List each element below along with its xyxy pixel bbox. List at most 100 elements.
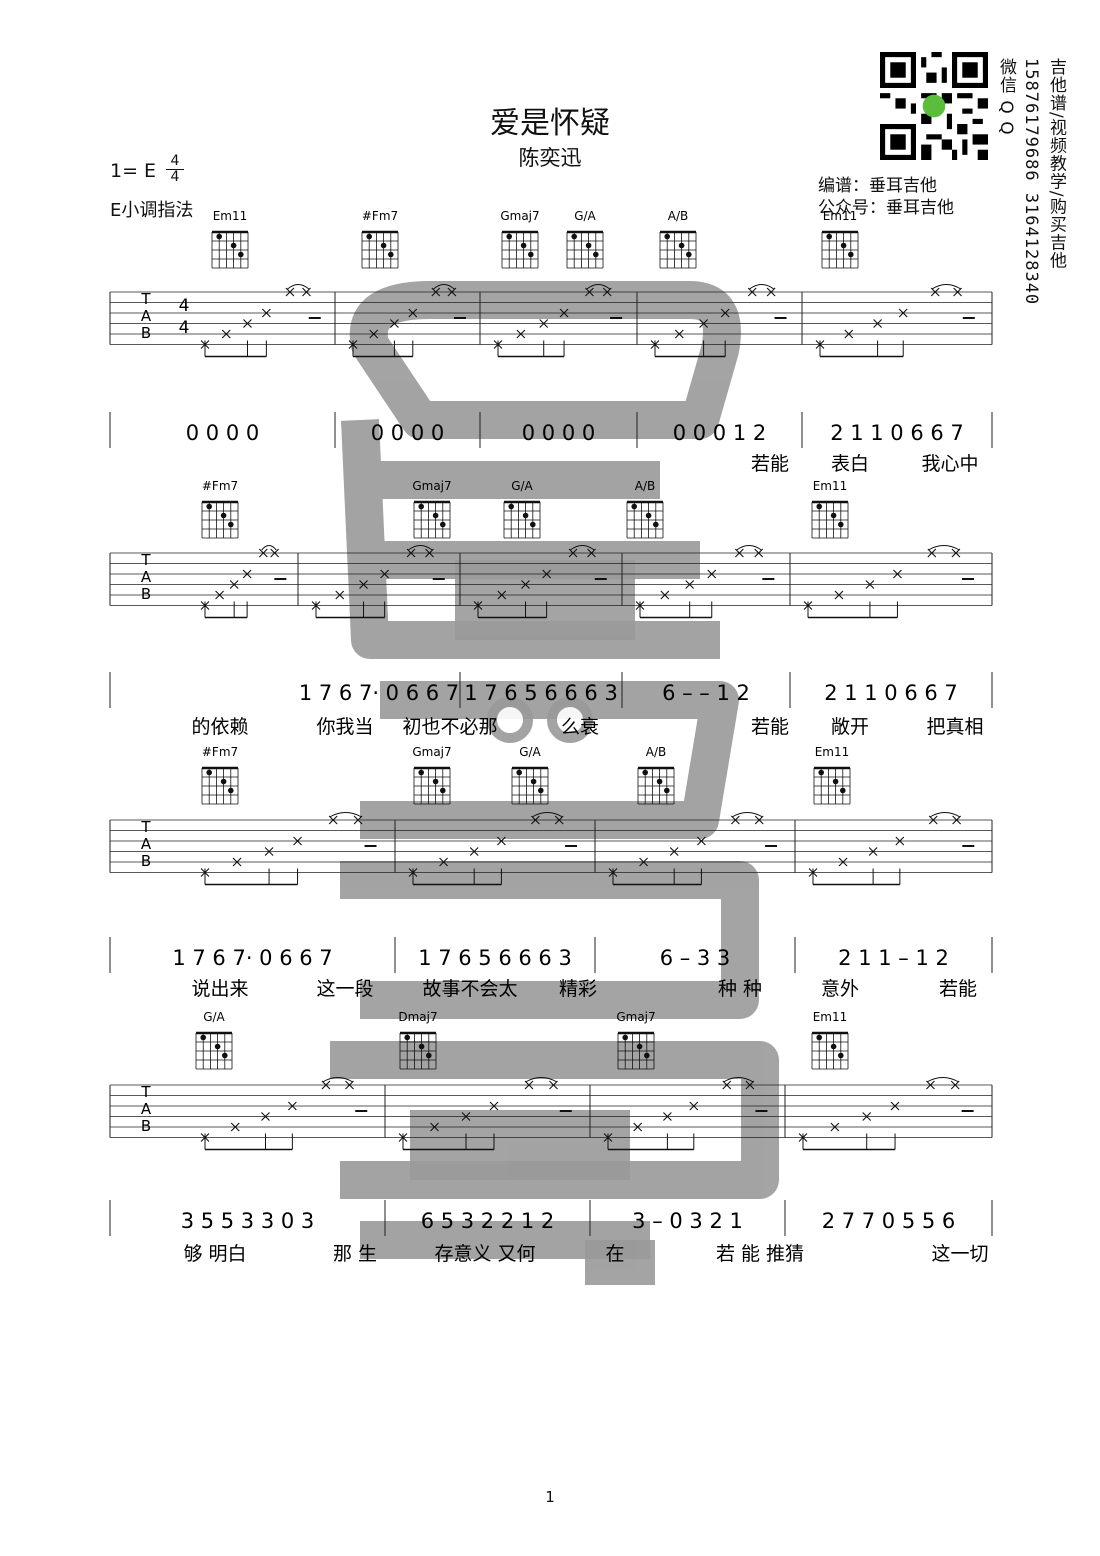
- chord-name: Gmaj7: [616, 1010, 655, 1024]
- chord-name: G/A: [511, 479, 533, 493]
- tab-note: [685, 580, 695, 589]
- tab-note: [754, 548, 764, 558]
- tab-clef: T: [140, 1083, 151, 1101]
- tab-note: [321, 1080, 331, 1090]
- tab-note: [270, 548, 280, 558]
- finger-dot: [230, 242, 237, 249]
- chord-diagram: Dmaj7: [398, 1010, 438, 1070]
- tab-clef: A: [141, 568, 152, 586]
- finger-dot: [418, 503, 425, 510]
- tab-note: [865, 580, 875, 589]
- tab-note: [461, 1112, 471, 1121]
- tab-note: [722, 1080, 732, 1090]
- jianpu-measure: 1 7 6 5 6 6 6 3: [418, 946, 572, 970]
- jianpu-measure: 0 0 0 0: [186, 421, 259, 445]
- finger-dot: [404, 1034, 411, 1041]
- lyric: 说出来: [191, 978, 248, 1000]
- tab-note: [633, 1122, 643, 1132]
- tab-clef: A: [141, 835, 152, 853]
- tab-note: [359, 580, 368, 589]
- finger-dot: [440, 521, 446, 528]
- lyric: 够 明白: [183, 1243, 246, 1265]
- chord-name: A/B: [635, 479, 655, 493]
- finger-dot: [571, 233, 577, 240]
- tab-time-signature: 4: [179, 296, 190, 316]
- finger-dot: [508, 503, 514, 510]
- finger-dot: [830, 512, 837, 519]
- tab-note: [689, 1101, 699, 1111]
- chord-name: Em11: [813, 479, 848, 493]
- tab-note: [345, 1080, 354, 1090]
- time-bottom: 4: [166, 169, 184, 185]
- tab-clef: B: [141, 324, 151, 342]
- jianpu-measure: 0 0 0 0: [371, 421, 444, 445]
- chord-diagram: #Fm7: [201, 479, 239, 539]
- tab-note: [639, 857, 648, 867]
- lyric: 种 种: [718, 978, 762, 1000]
- tab-note: [369, 329, 379, 339]
- finger-dot: [220, 778, 227, 785]
- tab-note: [542, 569, 552, 579]
- tab-note: [898, 308, 908, 318]
- jianpu-measure: 3 5 5 3 3 0 3: [181, 1209, 315, 1233]
- lyric: 么衰: [561, 716, 599, 738]
- chord-diagram: Em11: [821, 209, 859, 269]
- tab-note: [663, 1112, 672, 1121]
- tab-note: [554, 815, 564, 825]
- chord-diagram: Em11: [811, 1010, 849, 1070]
- finger-dot: [816, 1034, 822, 1041]
- public-account: 公众号：垂耳吉他: [818, 198, 954, 218]
- tab-note: [895, 836, 905, 846]
- chord-diagram: A/B: [637, 745, 675, 805]
- song-artist: 陈奕迅: [518, 146, 582, 170]
- tab-note: [926, 1080, 935, 1090]
- tab-note: [838, 857, 848, 867]
- chord-name: Em11: [213, 209, 248, 223]
- tab-note: [521, 580, 530, 589]
- lyric: 故事不会太: [422, 978, 517, 1000]
- chord-diagram: Gmaj7: [616, 1010, 656, 1070]
- jianpu-measure: 2 1 1 0 6 6 7: [824, 681, 958, 705]
- finger-dot: [832, 778, 839, 785]
- qr-code-icon: [880, 52, 988, 160]
- chord-name: G/A: [574, 209, 596, 223]
- chord-diagram: Gmaj7: [500, 209, 540, 269]
- tab-clef: B: [141, 1117, 151, 1135]
- tab-note: [242, 569, 252, 579]
- tab-note: [430, 1122, 439, 1132]
- tab-note: [844, 329, 854, 339]
- chord-name: #Fm7: [362, 209, 398, 223]
- chord-diagram: #Fm7: [361, 209, 399, 269]
- finger-dot: [418, 1043, 425, 1050]
- chord-name: Gmaj7: [412, 479, 451, 493]
- jianpu-measure: 6 – 3 3: [660, 946, 731, 970]
- chord-name: Em11: [823, 209, 858, 223]
- finger-dot: [642, 769, 648, 776]
- tab-clef: T: [140, 551, 151, 569]
- tab-note: [834, 590, 844, 600]
- tab-note: [287, 1101, 297, 1111]
- chord-diagram: Gmaj7: [412, 745, 452, 805]
- chord-diagram: G/A: [511, 745, 549, 805]
- tab-note: [549, 1080, 558, 1090]
- chord-name: Gmaj7: [500, 209, 539, 223]
- finger-dot: [216, 233, 222, 240]
- finger-dot: [516, 769, 522, 776]
- tab-note: [952, 815, 962, 825]
- finger-dot: [686, 251, 692, 258]
- fingering-style: E小调指法: [110, 200, 194, 221]
- finger-dot: [222, 1052, 228, 1059]
- finger-dot: [388, 251, 394, 258]
- tab-note: [261, 308, 271, 318]
- chord-name: #Fm7: [202, 745, 238, 759]
- lyric: 你我当: [316, 716, 373, 738]
- chord-name: #Fm7: [202, 479, 238, 493]
- finger-dot: [220, 512, 227, 519]
- tab-note: [766, 287, 776, 297]
- chord-diagram: Em11: [813, 745, 851, 805]
- finger-dot: [656, 778, 663, 785]
- lyric: 的依赖: [191, 716, 248, 738]
